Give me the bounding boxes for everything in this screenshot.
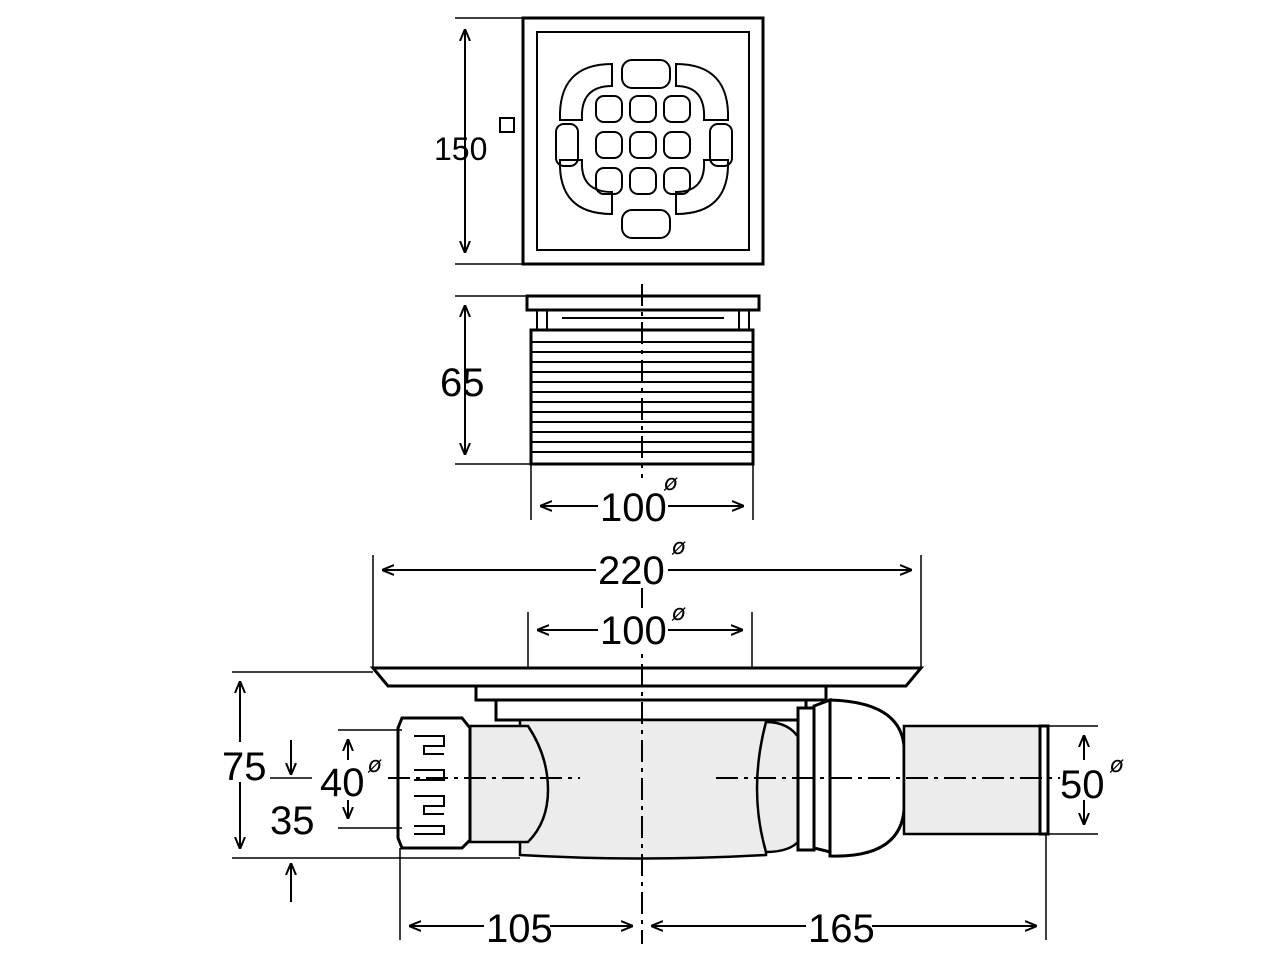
body-side-view: 65 100 ø [440, 284, 761, 530]
body-diameter-dimension: 100 [600, 486, 667, 530]
right-offset-dimension: 165 [808, 907, 875, 951]
flange-diameter-dimension: 220 [598, 549, 665, 593]
grate-top-view: 150 [434, 16, 765, 266]
outlet-axis-height-dimension: 35 [270, 799, 315, 843]
left-offset-dimension: 105 [486, 907, 553, 951]
body-height-dimension: 65 [440, 361, 485, 405]
total-height-dimension: 75 [222, 745, 267, 789]
inlet-diameter-dimension: 40 [320, 761, 365, 805]
grate-slots [555, 59, 733, 239]
drain-front-view: 220 ø 100 ø 75 35 40 ø 50 ø [220, 535, 1124, 951]
body-ribs [531, 341, 753, 453]
outlet-inner-diameter-dimension: 100 [600, 609, 667, 653]
svg-text:ø: ø [1109, 753, 1124, 778]
svg-text:ø: ø [367, 753, 382, 778]
outlet-diameter-dimension: 50 [1060, 763, 1105, 807]
svg-text:ø: ø [671, 601, 686, 626]
grate-side-dimension: 150 [434, 131, 487, 167]
square-symbol-icon [499, 117, 515, 133]
diameter-symbol: ø [663, 471, 678, 496]
svg-text:ø: ø [671, 535, 686, 560]
inlet-nut-grips [414, 735, 445, 835]
